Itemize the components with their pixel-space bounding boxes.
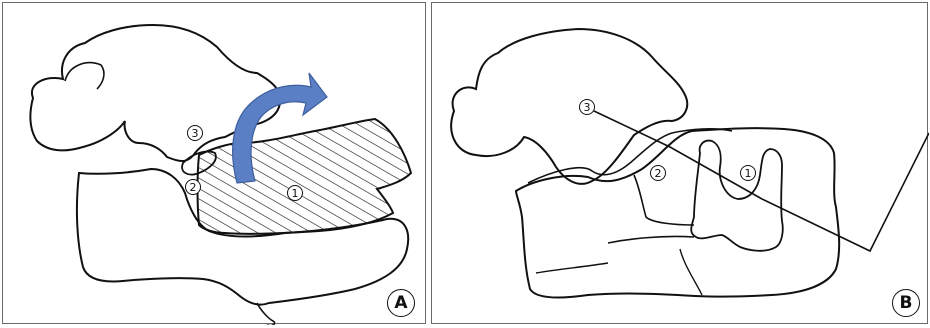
fragment-line-split bbox=[680, 249, 702, 295]
leader-line bbox=[594, 111, 929, 251]
panel-letter-b: B bbox=[892, 289, 920, 317]
region-2-label: 2 bbox=[185, 179, 201, 195]
panel-a-drawing bbox=[3, 3, 427, 325]
u-channel bbox=[691, 141, 783, 251]
upper-bone-dome bbox=[65, 63, 104, 89]
fragment-line-left bbox=[634, 175, 694, 225]
region-2-label: 2 bbox=[650, 165, 666, 181]
fragment-line-lower bbox=[608, 236, 694, 243]
fragment-line-bottom bbox=[536, 263, 608, 273]
lower-bone-tail bbox=[257, 303, 275, 325]
panel-b-drawing bbox=[432, 3, 929, 325]
hatched-fragment bbox=[198, 119, 412, 234]
panel-letter-a: A bbox=[387, 289, 415, 317]
panel-b: 3 2 1 B bbox=[431, 2, 928, 324]
region-3-label: 3 bbox=[579, 99, 595, 115]
region-1-label: 1 bbox=[287, 185, 303, 201]
panel-a: 3 2 1 A bbox=[2, 2, 426, 324]
region-3-label: 3 bbox=[187, 125, 203, 141]
region-1-label: 1 bbox=[740, 165, 756, 181]
